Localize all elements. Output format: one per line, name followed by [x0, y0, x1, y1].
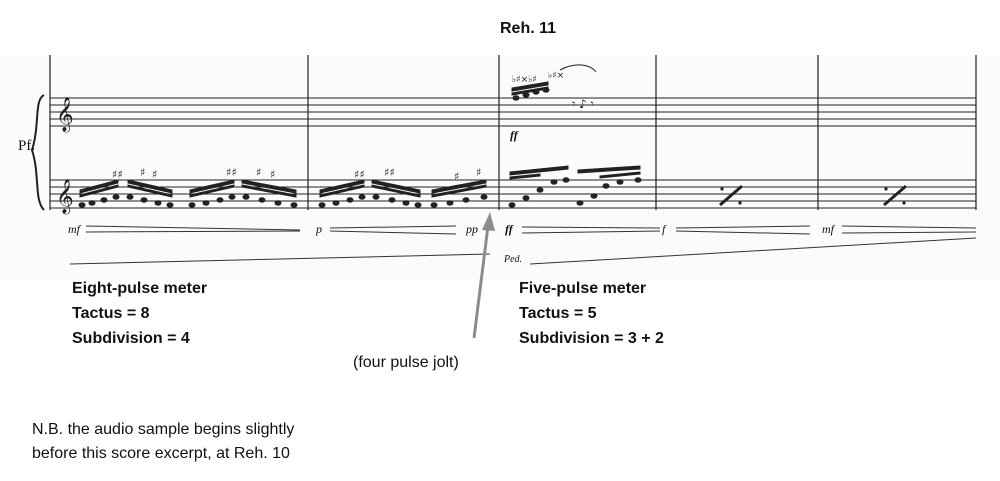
right-block-tactus: Tactus = 5: [519, 305, 597, 322]
svg-text:♯: ♯: [270, 168, 275, 181]
upper-cluster: ♭♯×♭♯ ♭♯× 𝄾 ♪ 𝄾: [511, 64, 597, 111]
hairpins: [69, 225, 977, 265]
svg-text:♯: ♯: [454, 170, 459, 183]
jolt-arrow: [472, 212, 495, 339]
svg-text:♭♯×♭♯: ♭♯×♭♯: [512, 75, 537, 85]
svg-text:𝄾 ♪ 𝄾: 𝄾 ♪ 𝄾: [572, 97, 594, 111]
svg-text:♯♯: ♯♯: [226, 166, 237, 179]
footnote-line-1: N.B. the audio sample begins slightly: [32, 421, 295, 438]
treble-clef-upper: 𝄞: [56, 97, 74, 133]
dynamic-mark: p: [316, 222, 322, 236]
instrument-label: Pf.: [18, 138, 36, 154]
svg-text:♯: ♯: [140, 166, 145, 179]
jolt-annotation: (four pulse jolt): [353, 354, 459, 371]
dynamic-mark: pp: [466, 222, 478, 236]
svg-text:♯♯: ♯♯: [112, 168, 123, 181]
footnote: N.B. the audio sample begins slightly be…: [32, 418, 294, 466]
dynamic-mark: mf: [822, 222, 834, 236]
five-pulse-block: Five-pulse meter Tactus = 5 Subdivision …: [519, 276, 664, 351]
sharps: ♯♯♯♯ ♯♯♯♯ ♯♯♯♯ ♯♯: [112, 166, 481, 183]
left-block-subdivision: Subdivision = 4: [72, 330, 190, 347]
svg-text:♯: ♯: [152, 168, 157, 181]
svg-text:♯: ♯: [256, 166, 261, 179]
measure-repeat-signs: [719, 184, 907, 207]
svg-text:♭♯×: ♭♯×: [548, 71, 564, 81]
right-block-title: Five-pulse meter: [519, 280, 647, 297]
brace: [30, 94, 45, 211]
barlines: [49, 55, 977, 210]
left-block-title: Eight-pulse meter: [72, 280, 208, 297]
lower-figures: [508, 165, 642, 208]
svg-text:♯: ♯: [476, 166, 481, 179]
eight-pulse-block: Eight-pulse meter Tactus = 8 Subdivision…: [72, 276, 207, 351]
svg-text:♯♯: ♯♯: [354, 168, 365, 181]
upper-staff: [50, 97, 976, 127]
footnote-line-2: before this score excerpt, at Reh. 10: [32, 445, 290, 462]
rehearsal-mark: Reh. 11: [500, 20, 557, 37]
dynamic-mark: mf: [68, 222, 80, 236]
dynamic-mark: ff: [510, 128, 518, 142]
dynamic-mark: f: [662, 222, 666, 236]
dynamic-mark: ff: [505, 222, 513, 236]
right-block-subdivision: Subdivision = 3 + 2: [519, 330, 664, 347]
svg-text:♯♯: ♯♯: [384, 166, 395, 179]
left-block-tactus: Tactus = 8: [72, 305, 150, 322]
pedal-mark: Ped.: [504, 254, 523, 265]
note-figures: [78, 179, 488, 208]
treble-clef-lower: 𝄞: [56, 179, 74, 215]
